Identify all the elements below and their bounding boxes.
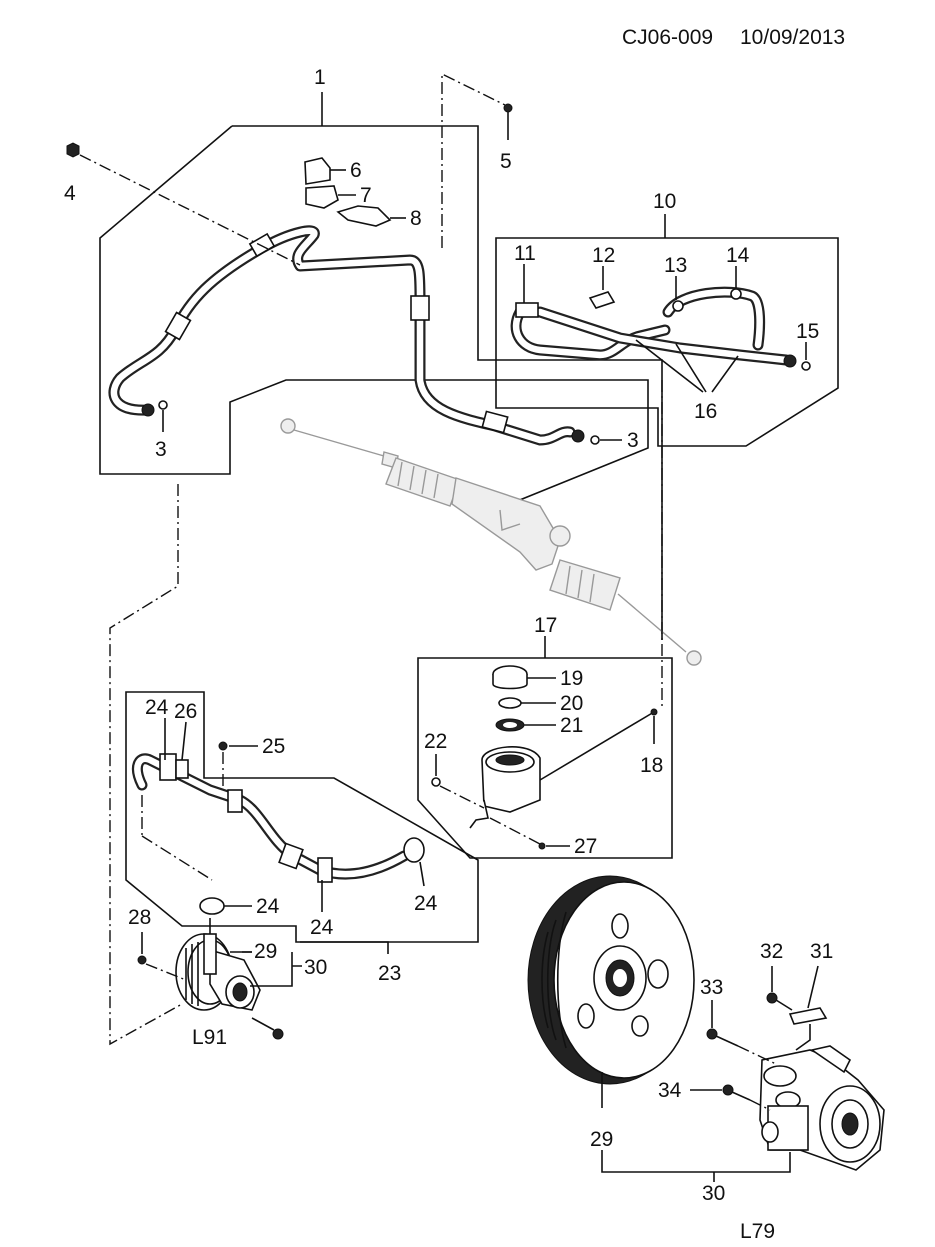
group-1-outline (99, 92, 663, 640)
bolt-pump-l91 (272, 1028, 284, 1040)
callout-22: 22 (424, 730, 447, 753)
callout-19: 19 (560, 667, 583, 690)
clamp-14 (730, 288, 742, 300)
bracket-8 (336, 205, 406, 227)
callout-21: 21 (560, 714, 583, 737)
bolt-32 (766, 966, 793, 1011)
callout-26: 26 (174, 700, 197, 723)
callout-33: 33 (700, 976, 723, 999)
callout-27: 27 (574, 835, 597, 858)
screw-25 (218, 741, 228, 751)
callout-29-small: 29 (254, 940, 277, 963)
callout-24-clamp: 24 (256, 895, 280, 918)
callout-3-right: 3 (627, 429, 639, 452)
callout-24-right: 24 (414, 892, 438, 915)
washer-3-right (590, 435, 600, 445)
callout-4: 4 (64, 182, 76, 205)
clamp-24 (199, 897, 252, 915)
callout-3-left: 3 (155, 438, 167, 461)
callout-16: 16 (694, 400, 717, 423)
callout-23: 23 (378, 962, 401, 985)
callout-14: 14 (726, 244, 750, 267)
callout-28: 28 (128, 906, 151, 929)
variant-label-l91: L91 (192, 1026, 227, 1049)
reservoir-body (469, 711, 655, 829)
bracket-31 (788, 965, 828, 1051)
clip-7 (305, 185, 356, 209)
callout-5: 5 (500, 150, 512, 173)
bolt-33 (706, 1000, 777, 1065)
reservoir-cap-19 (492, 665, 556, 690)
group-10-outline (495, 214, 839, 447)
pad-12 (588, 291, 616, 309)
callout-8: 8 (410, 207, 422, 230)
callout-34: 34 (658, 1079, 682, 1102)
washer-15 (801, 361, 811, 371)
callout-11: 11 (514, 242, 536, 265)
callout-17: 17 (534, 614, 557, 637)
pump-l79 (759, 1045, 885, 1171)
callout-24-bottom: 24 (310, 916, 334, 939)
nut-4 (66, 142, 80, 158)
screw-27 (538, 842, 546, 850)
callout-12: 12 (592, 244, 615, 267)
callout-13: 13 (664, 254, 687, 277)
leader-16 (635, 339, 739, 393)
callout-7: 7 (360, 184, 372, 207)
callout-30-large: 30 (702, 1182, 725, 1205)
callout-20: 20 (560, 692, 583, 715)
callout-29-large: 29 (590, 1128, 613, 1151)
steering-gear (280, 418, 702, 666)
screw-22 (431, 777, 441, 787)
callout-24-top: 24 (145, 696, 169, 719)
callout-32: 32 (760, 940, 783, 963)
callout-18: 18 (640, 754, 663, 777)
return-pipe (510, 286, 797, 368)
suction-hose (132, 753, 425, 883)
seal-21 (495, 718, 556, 732)
group-17-outline (417, 636, 673, 859)
filter-20 (498, 697, 556, 709)
bolt-34 (690, 1084, 771, 1111)
diagram-date: 10/09/2013 (740, 26, 845, 49)
callout-30-small: 30 (304, 956, 327, 979)
bolt-18 (650, 708, 658, 716)
pressure-hose (108, 225, 585, 446)
callout-15: 15 (796, 320, 819, 343)
bolt-28 (137, 955, 147, 965)
callout-25: 25 (262, 735, 285, 758)
callout-10: 10 (653, 190, 676, 213)
callout-1: 1 (314, 66, 326, 89)
variant-label-l79: L79 (740, 1220, 775, 1243)
pump-l91 (175, 918, 261, 1011)
callout-31: 31 (810, 940, 833, 963)
group-23-outline (125, 691, 479, 954)
pulley-29 (527, 875, 695, 1085)
bolt-5 (503, 103, 513, 140)
callout-6: 6 (350, 159, 362, 182)
clamp-13 (672, 300, 684, 312)
washer-3-left (158, 400, 168, 410)
diagram-code: CJ06-009 (622, 26, 713, 49)
clip-6 (304, 157, 346, 185)
